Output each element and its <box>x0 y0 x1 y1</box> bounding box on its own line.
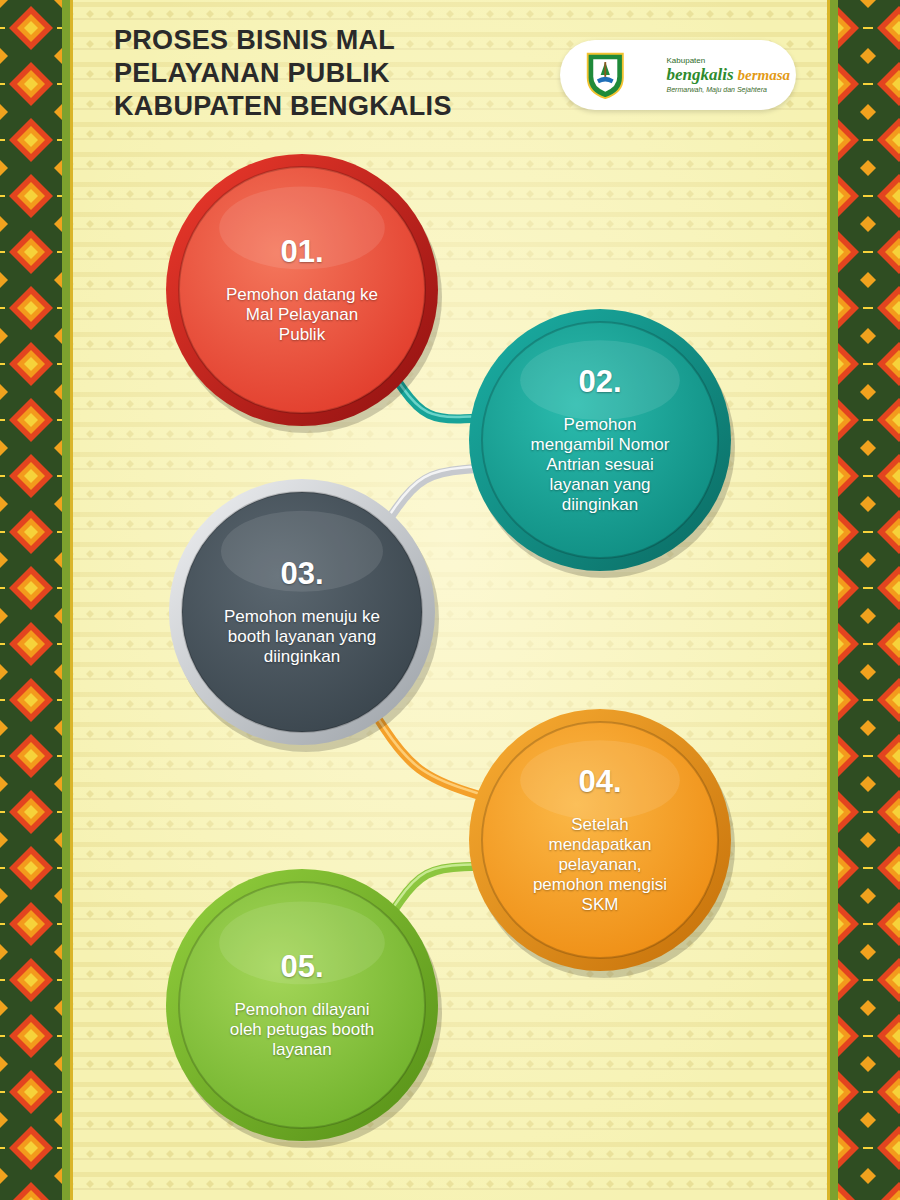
logo-tagline: Bermarwah, Maju dan Sejahtera <box>667 86 796 94</box>
circle-text-area: 02. Pemohon mengambil Nomor Antrian sesua… <box>467 307 733 573</box>
circle-face <box>482 322 718 558</box>
step-description: Pemohon dilayani oleh petugas booth laya… <box>221 1000 383 1060</box>
step-circle: 04. Setelah mendapatkan pelayanan, pemoho… <box>467 707 733 973</box>
step-circle: 01. Pemohon datang ke Mal Pelayanan Publi… <box>164 152 440 428</box>
left-frame-line <box>62 0 70 1200</box>
circle-text-area: 01. Pemohon datang ke Mal Pelayanan Publi… <box>164 152 440 428</box>
ribbon-group <box>391 467 474 515</box>
circle-ring <box>469 709 731 971</box>
circle-face <box>179 167 425 413</box>
circle-text-area: 04. Setelah mendapatkan pelayanan, pemoho… <box>467 707 733 973</box>
circle-gloss <box>520 340 680 420</box>
circle-gloss <box>520 740 680 820</box>
step-number: 03. <box>223 557 381 591</box>
step-circle: 05. Pemohon dilayani oleh petugas booth l… <box>164 867 440 1143</box>
emblem-wave <box>597 77 614 83</box>
emblem-shield <box>588 54 623 98</box>
emblem-inner <box>593 59 617 91</box>
diagram-title: PROSES BISNIS MAL PELAYANAN PUBLIK KABUP… <box>114 24 514 123</box>
ribbon-group <box>395 865 473 908</box>
step-number: 05. <box>221 950 383 984</box>
step-description: Pemohon datang ke Mal Pelayanan Publik <box>221 285 383 345</box>
circle-face <box>482 722 718 958</box>
step-description: Pemohon mengambil Nomor Antrian sesuai l… <box>522 415 678 515</box>
circle-gloss <box>219 187 385 270</box>
logo-caption: Kabupaten <box>667 56 796 66</box>
emblem-mast <box>604 62 606 77</box>
circle-ring <box>166 869 438 1141</box>
step-description: Pemohon menuju ke booth layanan yang dii… <box>223 607 381 667</box>
logo-word: bengkalis <box>667 65 734 85</box>
right-frame-gold <box>827 0 830 1200</box>
ribbon-highlight <box>377 718 477 793</box>
right-frame-line <box>830 0 838 1200</box>
ribbon-connector <box>378 720 478 795</box>
logo-panel: KabupatenbengkalisbermasaBermarwah, Maju… <box>560 40 796 110</box>
ribbon-highlight <box>398 382 471 417</box>
step-circle: 02. Pemohon mengambil Nomor Antrian sesua… <box>467 307 733 573</box>
circle-face <box>182 492 422 732</box>
ribbon-group <box>398 382 472 419</box>
circle-ring <box>169 479 435 745</box>
circle-gloss <box>221 511 383 592</box>
circle-text-area: 03. Pemohon menuju ke booth layanan yang … <box>167 477 437 747</box>
ribbon-highlight <box>395 865 472 906</box>
step-number: 02. <box>522 365 678 399</box>
step-number: 01. <box>221 235 383 269</box>
circle-face <box>179 882 425 1128</box>
right-border <box>838 0 900 1200</box>
circle-text-area: 05. Pemohon dilayani oleh petugas booth l… <box>164 867 440 1143</box>
regency-emblem <box>584 48 627 102</box>
step-circle: 03. Pemohon menuju ke booth layanan yang … <box>167 477 437 747</box>
step-number: 04. <box>522 765 678 799</box>
ribbon-highlight <box>391 467 473 513</box>
circle-gloss <box>219 902 385 985</box>
circle-ring <box>469 309 731 571</box>
left-border <box>0 0 62 1200</box>
step-description: Setelah mendapatkan pelayanan, pemohon m… <box>522 815 678 915</box>
ground-glow <box>80 0 820 1200</box>
ribbon-group <box>377 718 478 795</box>
ribbon-connector <box>392 469 474 515</box>
logo-wordmark: KabupatenbengkalisbermasaBermarwah, Maju… <box>667 56 796 94</box>
left-frame-gold <box>70 0 73 1200</box>
logo-word: bermasa <box>738 66 791 84</box>
circle-ring <box>166 154 438 426</box>
